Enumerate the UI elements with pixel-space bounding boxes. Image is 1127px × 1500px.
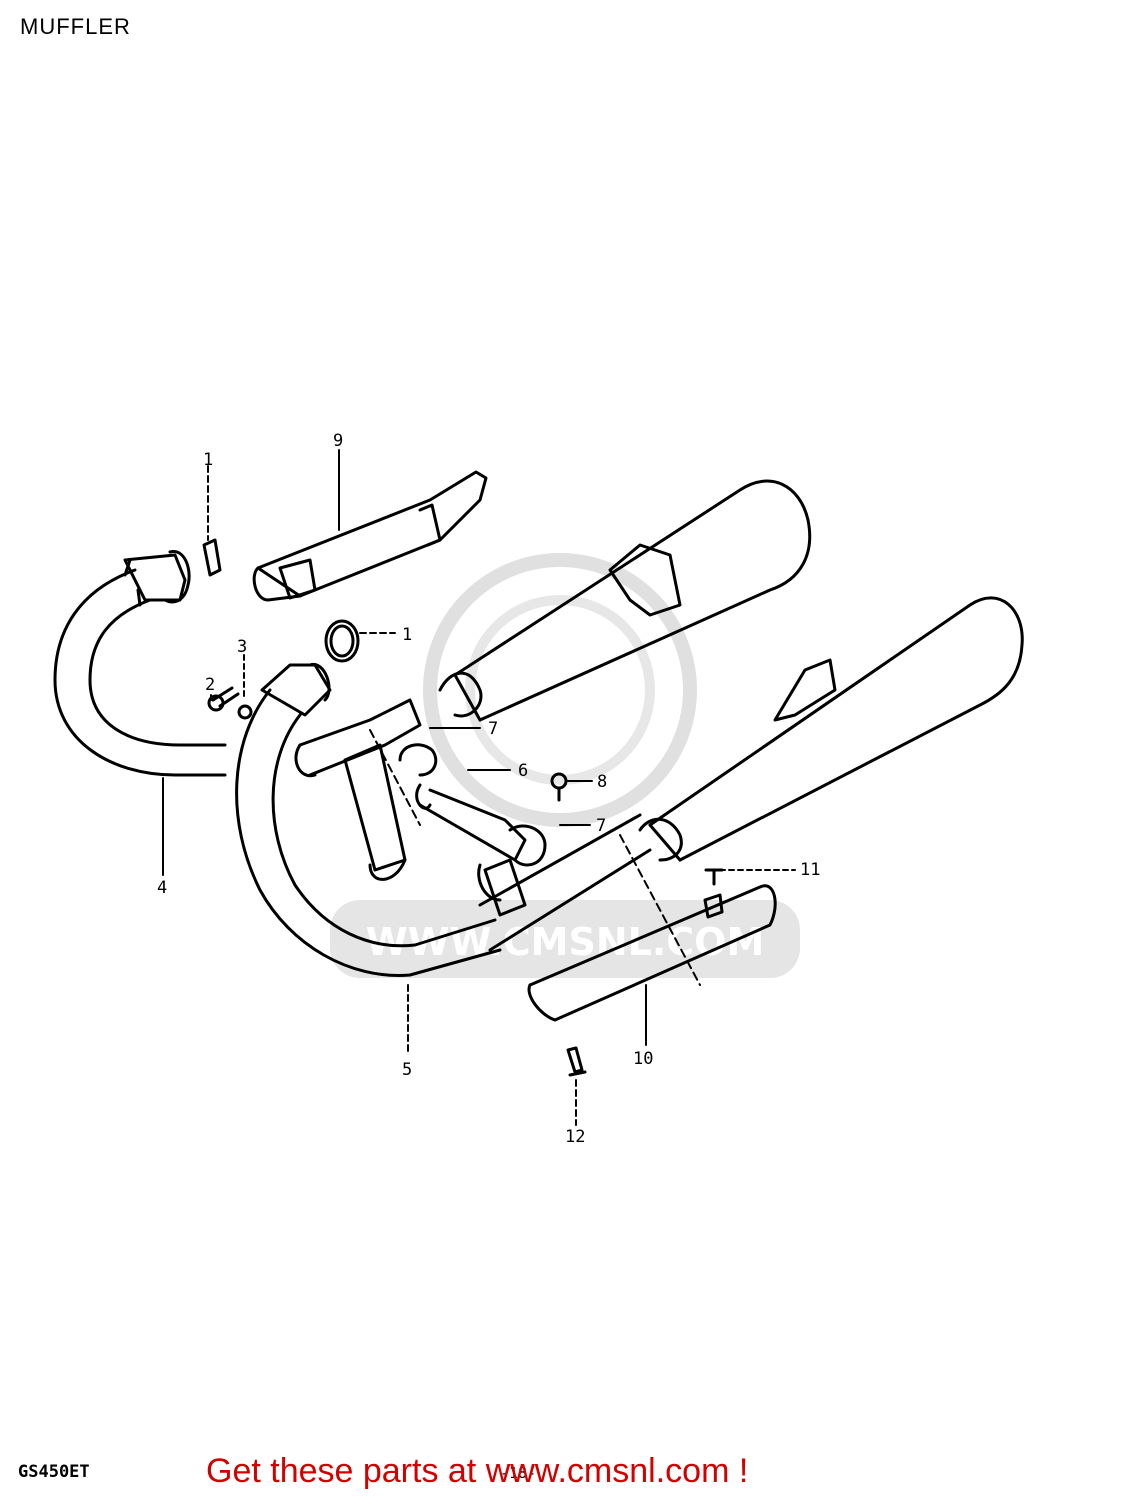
callout-6: 6 — [518, 761, 528, 781]
callout-11: 11 — [800, 860, 820, 880]
bolt-2 — [207, 686, 240, 712]
promo-banner[interactable]: Get these parts at www.cmsnl.com ! — [206, 1452, 749, 1490]
connector-pipe — [294, 698, 547, 881]
screw-12 — [566, 1046, 587, 1077]
heat-shield-bottom — [527, 884, 777, 1022]
callout-2: 2 — [205, 675, 215, 695]
leader-lines — [162, 449, 796, 1126]
callout-1-right: 1 — [402, 625, 412, 645]
page-title: MUFFLER — [20, 14, 131, 39]
callout-5: 5 — [402, 1060, 412, 1080]
model-code: GS450ET — [18, 1462, 90, 1482]
callout-3: 3 — [237, 637, 247, 657]
callout-7-lower: 7 — [596, 816, 606, 836]
screw-11 — [704, 868, 724, 886]
callout-7-upper: 7 — [488, 719, 498, 739]
callout-4: 4 — [157, 878, 167, 898]
muffler-upper — [438, 479, 812, 722]
callout-1-top: 1 — [203, 450, 213, 470]
gasket-ring — [324, 619, 360, 663]
bolt-8 — [550, 772, 568, 802]
callouts: 1 9 1 3 2 4 5 7 6 8 7 11 10 12 — [157, 431, 820, 1147]
page-number: -18- — [500, 1464, 537, 1482]
exhaust-pipe-right — [235, 663, 652, 977]
callout-8: 8 — [597, 772, 607, 792]
callout-12: 12 — [565, 1127, 585, 1147]
callout-10: 10 — [633, 1049, 653, 1069]
heat-shield-top — [252, 470, 488, 602]
callout-9: 9 — [333, 431, 343, 451]
washer-3 — [237, 704, 253, 720]
gasket-small — [202, 538, 222, 577]
exhaust-pipe-left — [53, 550, 227, 777]
muffler-lower — [638, 596, 1024, 862]
